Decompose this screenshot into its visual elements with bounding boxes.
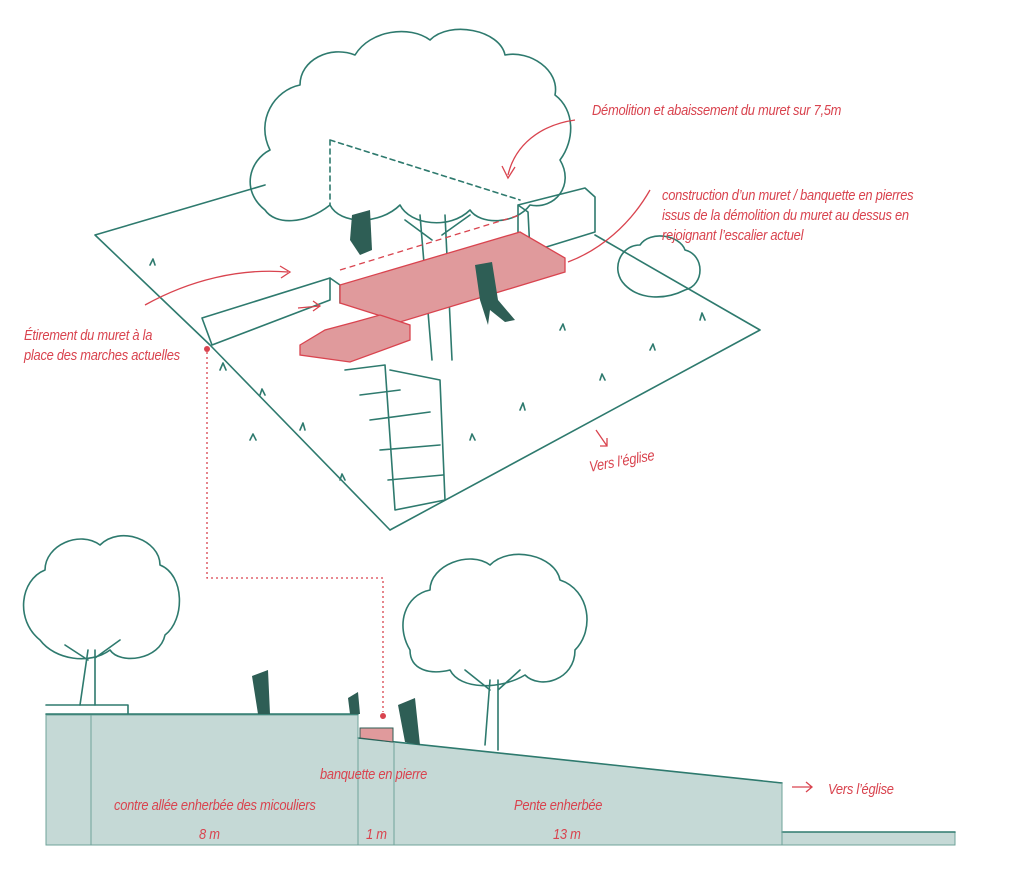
annotation-construction-1: construction d’un muret / banquette en p… (662, 187, 914, 204)
person-sitting (475, 262, 515, 325)
section-vers-eglise: Vers l’église (828, 781, 894, 798)
zone-dividers (90, 715, 783, 845)
section-ground-fill (45, 714, 956, 846)
annotation-construction-2: issus de la démolition du muret au dessu… (662, 207, 909, 224)
person-standing (350, 210, 372, 255)
existing-stairs (344, 364, 446, 511)
arrow-construction (567, 189, 651, 263)
marker-dot-top (204, 346, 210, 352)
zone-label-allee: contre allée enherbée des micouliers (114, 797, 316, 814)
arrow-stretch-small (297, 300, 322, 312)
section-bench (359, 727, 394, 743)
zone-width-pente: 13 m (553, 826, 581, 843)
zone-width-bench: 1 m (366, 826, 387, 843)
arrow-demolition (501, 119, 576, 180)
ground-plane (94, 184, 761, 531)
annotation-construction-3: rejoignant l’escalier actuel (662, 227, 804, 244)
annotation-stretch-2: place des marches actuelles (24, 347, 180, 364)
marker-dot-section (380, 713, 386, 719)
arrow-stretch (144, 265, 292, 306)
demolished-wall-outline (329, 139, 521, 206)
new-bench (339, 231, 566, 323)
annotation-demolition: Démolition et abaissement du muret sur 7… (592, 102, 842, 119)
tree-right-section (402, 553, 588, 751)
arrow-vers-eglise-top (595, 429, 608, 447)
axonometric-view (94, 28, 761, 719)
section-view (22, 534, 956, 846)
bush-right (616, 235, 701, 298)
section-link-line (206, 352, 384, 712)
annotation-stretch-1: Étirement du muret à la (24, 327, 153, 344)
section-ground-line (45, 704, 956, 833)
zone-label-pente: Pente enherbée (514, 797, 603, 814)
arrow-vers-eglise-section (792, 781, 814, 793)
section-bench-label: banquette en pierre (320, 766, 427, 783)
stairs-top (299, 314, 411, 363)
tree-left-section (22, 534, 181, 706)
new-bench-dashed-edge (339, 214, 521, 271)
zone-width-allee: 8 m (199, 826, 220, 843)
tree-canopy-top (249, 28, 572, 224)
grass-tufts (149, 258, 706, 481)
